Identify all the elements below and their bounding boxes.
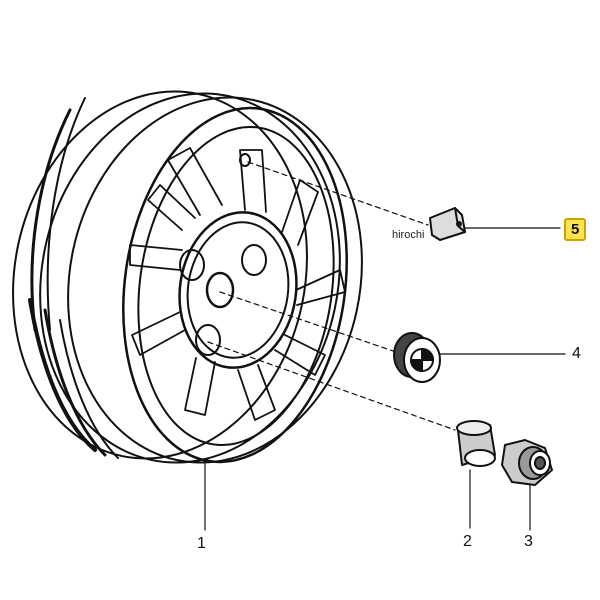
part-number-4: 4: [572, 345, 581, 362]
part-2-cone-spacer: [456, 420, 496, 467]
part-3-wheel-nut: [501, 439, 553, 486]
watermark: hirochi: [392, 229, 425, 241]
part-4-hub-cap: [393, 332, 441, 383]
part-number-1: 1: [197, 535, 206, 552]
wheel-rim: [122, 106, 348, 464]
part-5-valve-cap: [429, 207, 466, 241]
leader-lines: [204, 161, 566, 531]
part-number-5-highlighted: 5: [564, 218, 587, 241]
part-number-3: 3: [524, 533, 533, 550]
tyre: [12, 90, 363, 464]
spokes: [129, 147, 346, 421]
valve-hole: [239, 153, 251, 167]
part-number-2: 2: [463, 533, 472, 550]
